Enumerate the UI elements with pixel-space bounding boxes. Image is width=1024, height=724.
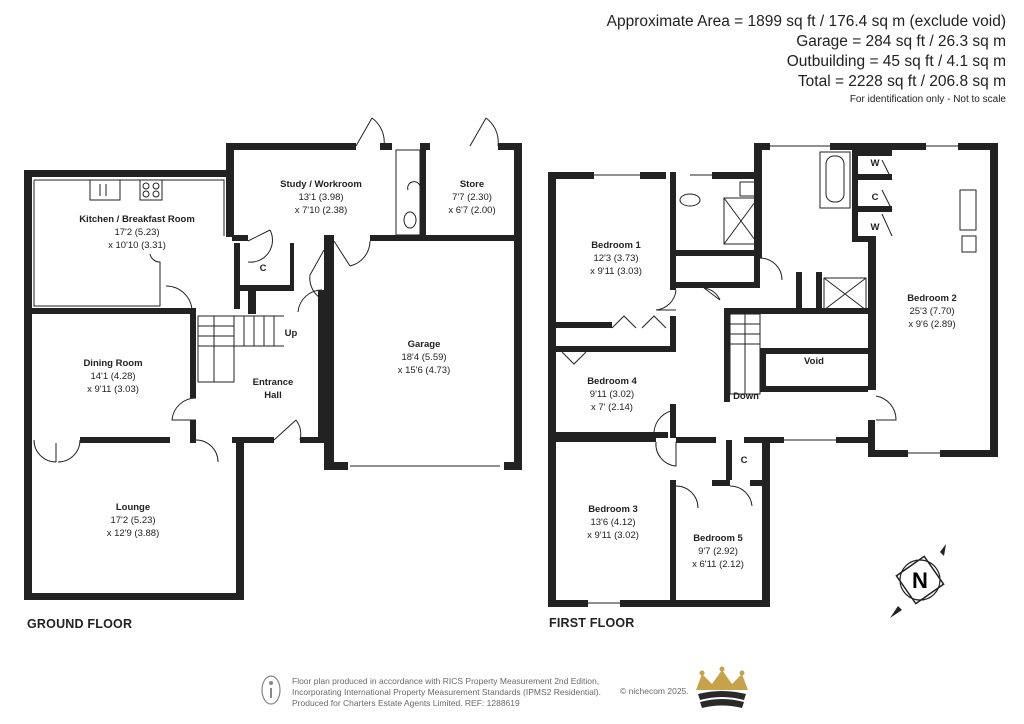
stairs-down-label: Down <box>733 391 759 402</box>
north-letter: N <box>912 568 928 593</box>
room-dim-dining-2: x 9'11 (3.03) <box>87 384 139 395</box>
room-dim-bed5-1: 9'7 (2.92) <box>698 546 738 557</box>
room-name-lounge: Lounge <box>116 502 150 513</box>
area-total: Total = 2228 sq ft / 206.8 sq m <box>797 73 1006 90</box>
area-outbuilding: Outbuilding = 45 sq ft / 4.1 sq m <box>786 53 1006 70</box>
room-dim-study-2: x 7'10 (2.38) <box>295 205 348 216</box>
room-dim-bed5-2: x 6'11 (2.12) <box>692 559 744 570</box>
ground-floor-labels: Kitchen / Breakfast Room 17'2 (5.23) x 1… <box>79 179 495 539</box>
room-dim-bed2-2: x 9'6 (2.89) <box>908 319 955 330</box>
room-name-garage: Garage <box>408 339 441 350</box>
area-summary: Approximate Area = 1899 sq ft / 176.4 sq… <box>607 12 1006 105</box>
room-name-bed3: Bedroom 3 <box>588 504 638 515</box>
footer-line-2: Incorporating International Property Mea… <box>292 687 601 697</box>
ground-floor-label: GROUND FLOOR <box>27 617 133 631</box>
cupboard-label-first-2: C <box>741 455 748 466</box>
room-name-dining: Dining Room <box>83 358 142 369</box>
room-dim-kitchen-2: x 10'10 (3.31) <box>108 240 166 251</box>
cupboard-label-first-1: C <box>872 192 879 203</box>
room-dim-bed4-1: 9'11 (3.02) <box>590 389 634 400</box>
room-name-store: Store <box>460 179 484 190</box>
info-person-icon <box>261 675 281 705</box>
room-dim-garage-1: 18'4 (5.59) <box>401 352 446 363</box>
stairs-up-label: Up <box>285 328 298 339</box>
wardrobe-label-1: W <box>871 158 880 169</box>
first-floor-thin-lines <box>551 145 977 604</box>
room-name-void: Void <box>804 356 824 367</box>
room-name-entrance-1: Entrance <box>253 377 294 388</box>
area-approximate: Approximate Area = 1899 sq ft / 176.4 sq… <box>606 13 1006 30</box>
room-dim-store-1: 7'7 (2.30) <box>452 192 492 203</box>
room-name-entrance-2: Hall <box>264 390 281 401</box>
wardrobe-label-2: W <box>871 222 880 233</box>
identification-note: For identification only - Not to scale <box>849 94 1006 105</box>
footer-copyright: © nichecom 2025. <box>620 686 689 696</box>
room-dim-lounge-1: 17'2 (5.23) <box>110 515 155 526</box>
room-dim-kitchen-1: 17'2 (5.23) <box>114 227 159 238</box>
cupboard-label-ground: C <box>260 263 267 274</box>
ground-floor-thin-lines <box>27 117 500 597</box>
room-dim-bed3-1: 13'6 (4.12) <box>590 517 635 528</box>
room-dim-bed1-2: x 9'11 (3.03) <box>590 266 642 277</box>
room-name-kitchen: Kitchen / Breakfast Room <box>79 214 195 225</box>
footer-text: Floor plan produced in accordance with R… <box>292 676 601 709</box>
area-garage: Garage = 284 sq ft / 26.3 sq m <box>796 33 1006 50</box>
room-dim-lounge-2: x 12'9 (3.88) <box>107 528 160 539</box>
north-compass-icon: N <box>890 544 946 618</box>
footer-line-1: Floor plan produced in accordance with R… <box>292 676 600 686</box>
footer-line-3: Produced for Charters Estate Agents Limi… <box>292 698 520 708</box>
room-name-bed5: Bedroom 5 <box>693 533 743 544</box>
room-dim-bed3-2: x 9'11 (3.02) <box>587 530 639 541</box>
room-name-study: Study / Workroom <box>280 179 362 190</box>
room-dim-study-1: 13'1 (3.98) <box>298 192 343 203</box>
room-dim-bed2-1: 25'3 (7.70) <box>909 306 954 317</box>
room-name-bed4: Bedroom 4 <box>587 376 637 387</box>
room-dim-store-2: x 6'7 (2.00) <box>448 205 495 216</box>
crown-logo-icon <box>696 666 748 708</box>
room-dim-dining-1: 14'1 (4.28) <box>90 371 135 382</box>
room-dim-bed1-1: 12'3 (3.73) <box>593 253 638 264</box>
room-name-bed2: Bedroom 2 <box>907 293 957 304</box>
first-floor-label: FIRST FLOOR <box>549 616 635 630</box>
room-name-bed1: Bedroom 1 <box>591 240 641 251</box>
room-dim-garage-2: x 15'6 (4.73) <box>398 365 451 376</box>
room-dim-bed4-2: x 7' (2.14) <box>591 402 633 413</box>
first-floor-labels: Bedroom 1 12'3 (3.73) x 9'11 (3.03) W C … <box>587 158 957 570</box>
